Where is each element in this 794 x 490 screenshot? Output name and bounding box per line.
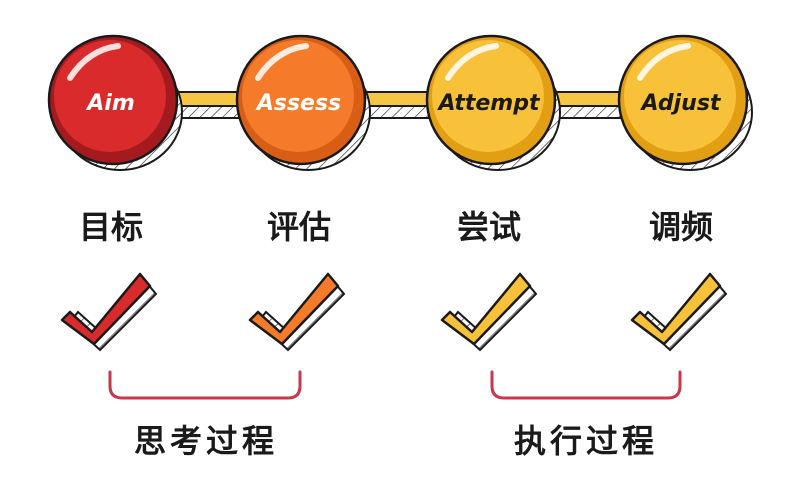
step-circle-aim: Aim	[47, 34, 183, 171]
checkmark-icon	[440, 272, 538, 352]
group-label-thinking: 思考过程	[134, 422, 278, 460]
step-cn-label-aim: 目标	[79, 208, 143, 246]
group-label-execution: 执行过程	[514, 422, 658, 460]
step-label-adjust: Adjust	[640, 91, 722, 116]
step-label-aim: Aim	[85, 91, 135, 116]
step-label-assess: Assess	[255, 91, 341, 116]
group-bracket-execution	[490, 370, 682, 400]
step-circle-adjust: Adjust	[617, 34, 753, 171]
step-label-attempt: Attempt	[437, 91, 541, 116]
step-cn-label-assess: 评估	[267, 208, 331, 246]
step-circle-assess: Assess	[235, 34, 371, 171]
step-circle-attempt: Attempt	[425, 34, 561, 171]
connector-rods	[162, 91, 634, 119]
group-bracket-thinking	[108, 370, 302, 400]
step-cn-label-attempt: 尝试	[457, 208, 521, 246]
checkmark-icon	[60, 272, 158, 352]
checkmark-icon	[630, 272, 728, 352]
checkmark-icon	[248, 272, 346, 352]
step-cn-label-adjust: 调频	[649, 208, 713, 246]
